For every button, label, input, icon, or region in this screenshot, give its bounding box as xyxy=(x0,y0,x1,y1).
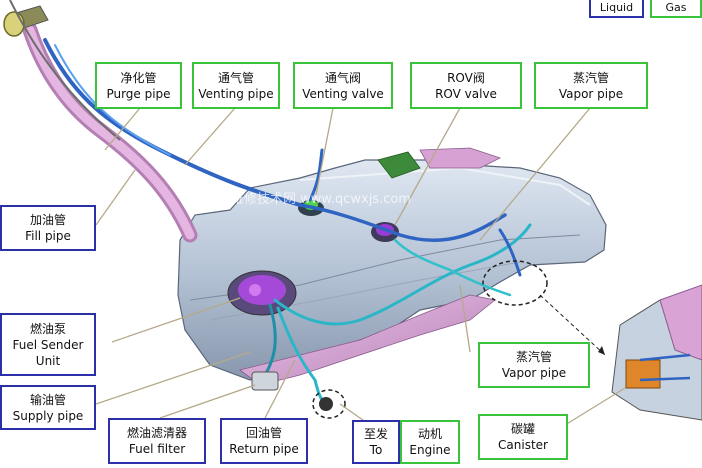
label-sender-zh: 燃油泵 xyxy=(29,321,66,336)
label-filter-en: Fuel filter xyxy=(128,442,186,456)
label-purge-pipe: 净化管 Purge pipe xyxy=(95,62,182,109)
legend-liquid-label: Liquid xyxy=(599,1,634,14)
label-rov-en: ROV valve xyxy=(435,86,497,101)
label-fuel-filter: 燃油滤清器 Fuel filter xyxy=(108,418,206,464)
label-return-en: Return pipe xyxy=(229,442,299,456)
label-to-en: To xyxy=(369,443,383,457)
vent-purge-pipes xyxy=(43,38,507,243)
engine-connector-part xyxy=(319,397,333,411)
label-purge-zh: 净化管 xyxy=(120,70,157,85)
canister-connector-callout xyxy=(482,260,548,306)
label-supply-zh: 输油管 xyxy=(29,392,66,407)
label-vapor1-en: Vapor pipe xyxy=(558,86,624,101)
label-supply-en: Supply pipe xyxy=(12,408,84,423)
label-vapor1-zh: 蒸汽管 xyxy=(572,70,609,85)
label-venting-zh: 通气管 xyxy=(217,70,254,85)
label-sender-en1: Fuel Sender xyxy=(12,337,84,352)
label-venting-en: Venting pipe xyxy=(198,86,274,101)
callout-arrow xyxy=(539,294,606,356)
label-to-engine-left: 至发 To xyxy=(352,420,400,464)
legend-gas: Gas xyxy=(650,0,702,18)
label-rov-valve: ROV阀 ROV valve xyxy=(410,62,522,109)
fill-pipe xyxy=(3,0,198,243)
supply-return-pipes xyxy=(260,223,532,407)
label-engine-en: Engine xyxy=(409,443,451,457)
label-to-engine-right: 动机 Engine xyxy=(400,420,460,464)
label-canister-en: Canister xyxy=(498,438,548,452)
watermark: 汽车维修技术网 www.qcwxjs.com xyxy=(205,191,411,207)
label-vapor-pipe-right: 蒸汽管 Vapor pipe xyxy=(478,342,590,388)
label-valve-zh: 通气阀 xyxy=(324,70,361,85)
label-return-zh: 回油管 xyxy=(245,426,282,440)
label-supply-pipe: 输油管 Supply pipe xyxy=(0,385,96,430)
label-sender-en2: Unit xyxy=(35,353,61,368)
label-return-pipe: 回油管 Return pipe xyxy=(220,418,308,464)
fuel-filter-part xyxy=(251,371,279,391)
label-vapor2-en: Vapor pipe xyxy=(501,366,567,380)
legend-gas-label: Gas xyxy=(665,1,687,14)
label-fill-zh: 加油管 xyxy=(29,213,66,227)
label-fuel-sender: 燃油泵 Fuel Sender Unit xyxy=(0,313,96,376)
label-canister: 碳罐 Canister xyxy=(478,414,568,460)
label-purge-en: Purge pipe xyxy=(106,86,171,101)
label-venting-valve: 通气阀 Venting valve xyxy=(293,62,393,109)
label-fill-pipe: 加油管 Fill pipe xyxy=(0,205,96,251)
label-filter-zh: 燃油滤清器 xyxy=(126,426,187,440)
label-valve-en: Venting valve xyxy=(302,86,384,101)
legend-liquid: Liquid xyxy=(589,0,644,18)
label-to-zh: 至发 xyxy=(363,427,388,441)
canister-illustration xyxy=(611,284,702,421)
label-vapor-pipe-top: 蒸汽管 Vapor pipe xyxy=(534,62,648,109)
label-engine-zh: 动机 xyxy=(417,427,442,441)
label-venting-pipe: 通气管 Venting pipe xyxy=(192,62,280,109)
label-canister-zh: 碳罐 xyxy=(510,422,535,436)
label-fill-en: Fill pipe xyxy=(25,229,71,243)
engine-connector-callout xyxy=(312,389,346,419)
label-vapor2-zh: 蒸汽管 xyxy=(515,350,552,364)
label-rov-zh: ROV阀 xyxy=(447,70,485,85)
